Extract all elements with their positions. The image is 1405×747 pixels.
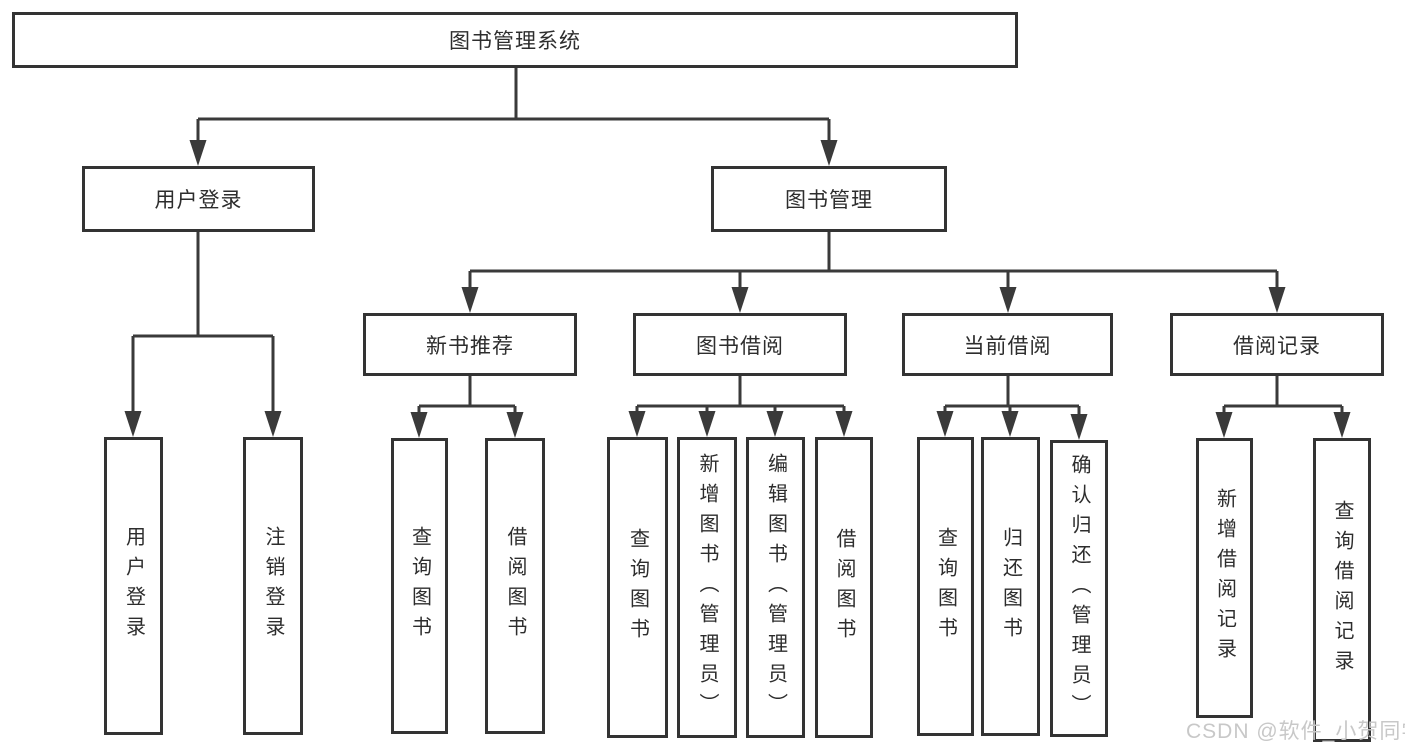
leaf-user-login: 用户登录 (104, 437, 163, 735)
arrowhead (461, 287, 479, 313)
arrowhead (766, 411, 784, 437)
arrowhead (1268, 287, 1286, 313)
arrowhead (124, 411, 142, 437)
arrowhead (731, 287, 749, 313)
arrowhead (698, 411, 716, 437)
arrowhead (1001, 411, 1019, 437)
leaf-borrow-books-recommend: 借阅图书 (485, 438, 545, 734)
arrowhead (936, 411, 954, 437)
leaf-logout: 注销登录 (243, 437, 303, 735)
leaf-add-book-admin: 新增图书（管理员） (677, 437, 737, 738)
node-borrow-records: 借阅记录 (1170, 313, 1384, 376)
arrowhead (1070, 414, 1088, 440)
arrowhead (410, 412, 428, 438)
csdn-watermark: CSDN @软件_小贺同学 (1186, 720, 1405, 743)
leaf-add-borrow-record: 新增借阅记录 (1196, 438, 1253, 718)
node-user-login: 用户登录 (82, 166, 315, 232)
leaf-query-books-recommend: 查询图书 (391, 438, 448, 734)
node-book-borrowing: 图书借阅 (633, 313, 847, 376)
arrowhead (264, 411, 282, 437)
arrowhead (820, 140, 838, 166)
arrowhead (1333, 412, 1351, 438)
arrowhead (1215, 412, 1233, 438)
leaf-query-borrow-record: 查询借阅记录 (1313, 438, 1371, 742)
leaf-confirm-return-admin: 确认归还（管理员） (1050, 440, 1108, 737)
leaf-query-books-borrowing: 查询图书 (607, 437, 668, 738)
node-current-borrowing: 当前借阅 (902, 313, 1113, 376)
connector-lines (131, 68, 1344, 418)
arrowhead (835, 411, 853, 437)
arrowhead (628, 411, 646, 437)
arrowhead (189, 140, 207, 166)
node-new-book-recommend: 新书推荐 (363, 313, 577, 376)
leaf-return-book: 归还图书 (981, 437, 1040, 736)
leaf-borrow-books-borrowing: 借阅图书 (815, 437, 873, 738)
leaf-query-books-current: 查询图书 (917, 437, 974, 736)
arrowhead (999, 287, 1017, 313)
arrowhead (506, 412, 524, 438)
node-book-management: 图书管理 (711, 166, 947, 232)
leaf-edit-book-admin: 编辑图书（管理员） (746, 437, 805, 738)
node-library-management-system: 图书管理系统 (12, 12, 1018, 68)
